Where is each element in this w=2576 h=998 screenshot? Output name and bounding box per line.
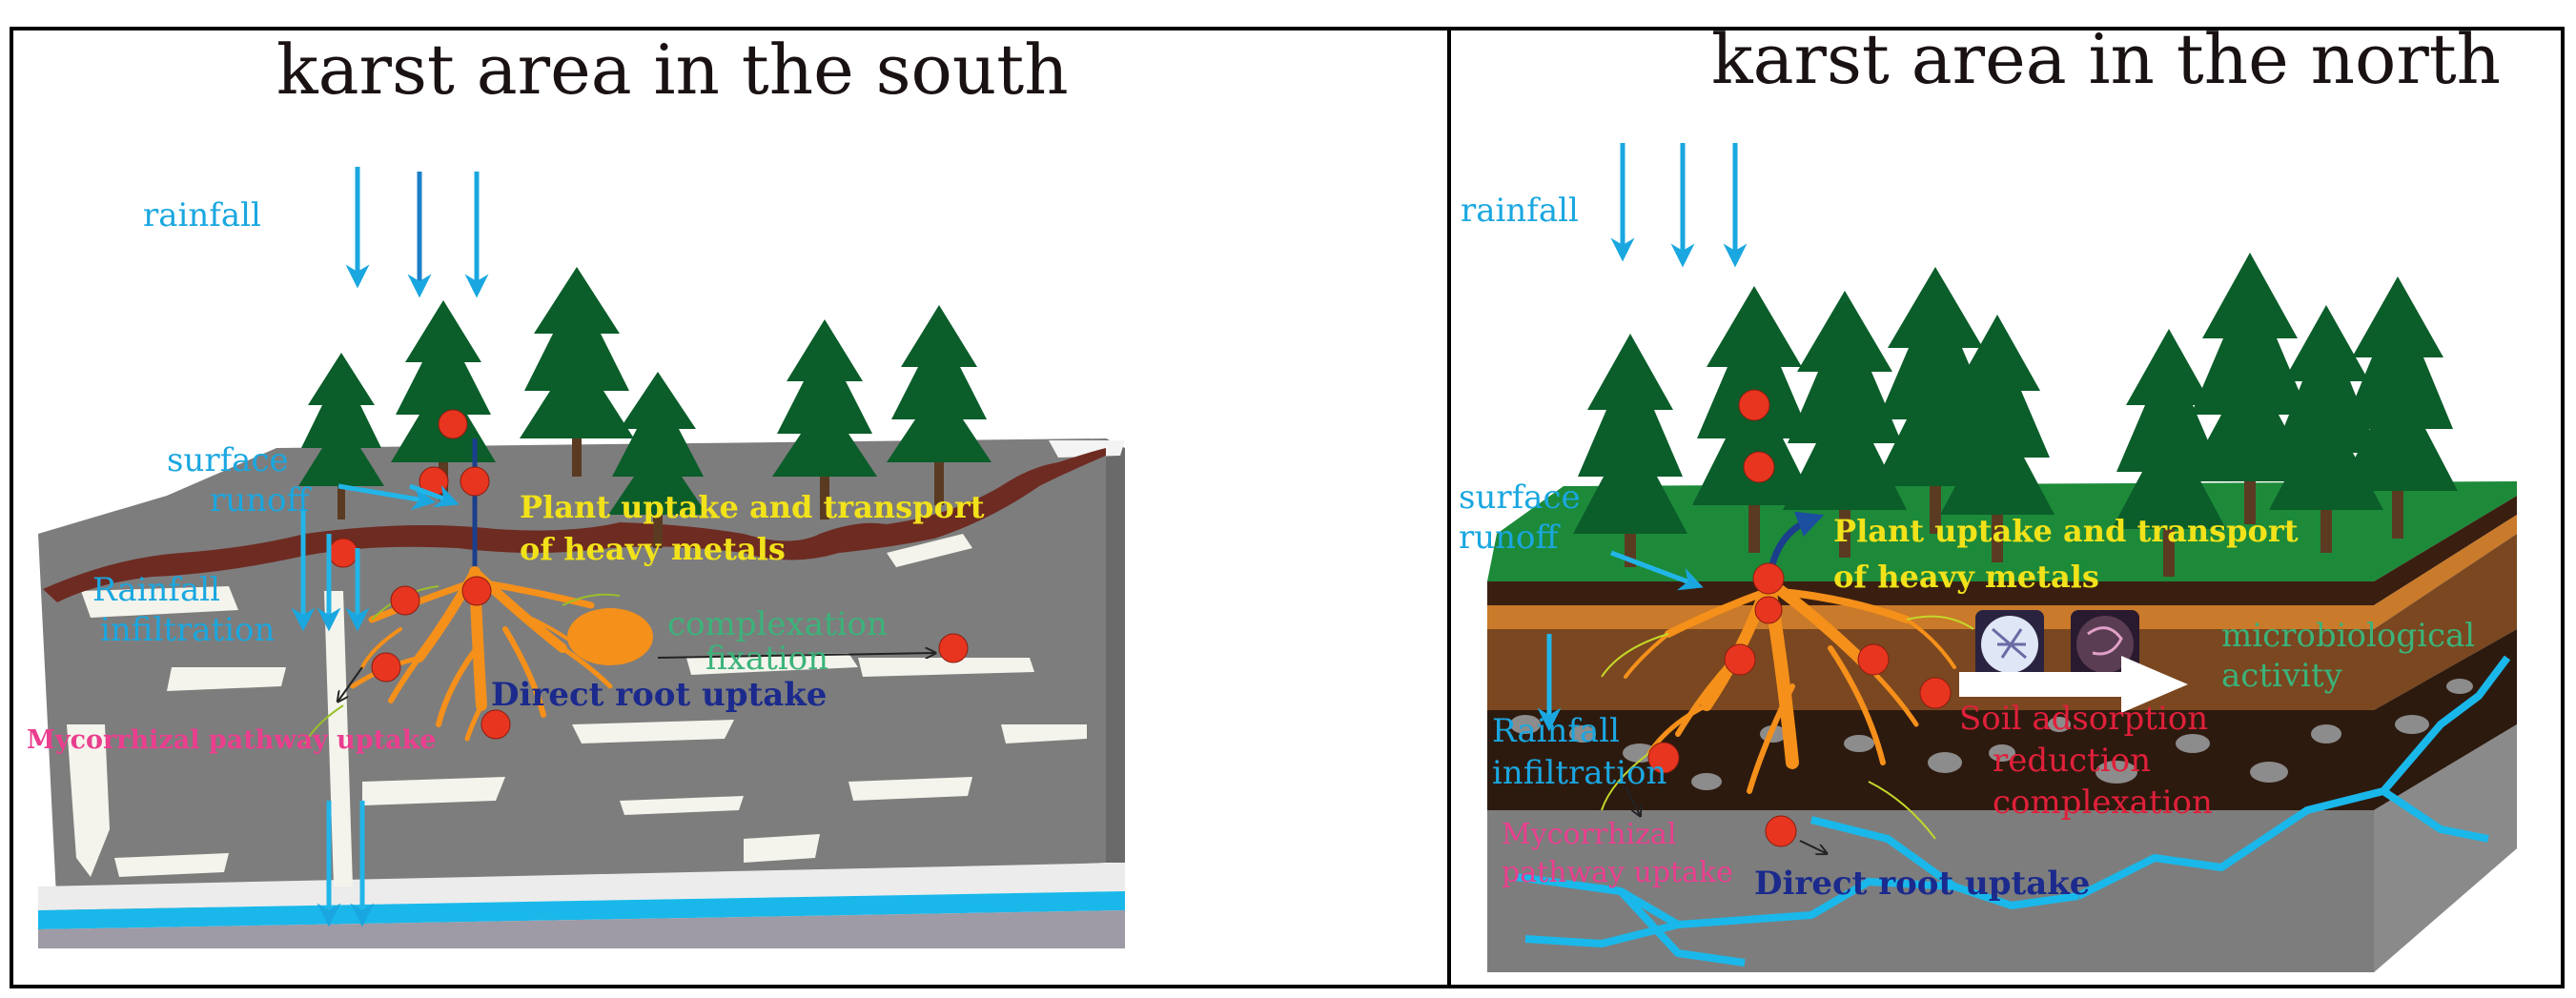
north-rainfall-infiltration-label: Rainfall infiltration xyxy=(1492,712,1666,792)
north-mycorrhizal-label: Mycorrhizal pathway uptake xyxy=(1502,818,1733,889)
north-rock-side xyxy=(2374,724,2517,972)
south-title: karst area in the south xyxy=(276,30,1069,110)
north-water-cracks xyxy=(1515,655,2511,967)
heavy-metal-dot xyxy=(328,538,358,568)
heavy-metal-dot xyxy=(460,466,490,497)
north-rock-layer xyxy=(1487,724,2517,972)
heavy-metal-dot xyxy=(1752,562,1785,595)
north-surface-runoff-label: surface runoff xyxy=(1459,479,1590,557)
tree xyxy=(2185,253,2315,524)
heavy-metal-dot xyxy=(938,633,969,663)
north-direct-root-arrow xyxy=(1799,840,1826,853)
north-orange-layer xyxy=(1487,515,2517,629)
south-organic-matter xyxy=(567,608,653,665)
north-metal-dots xyxy=(1647,389,1952,847)
north-white-arrow xyxy=(1959,656,2188,713)
north-rainfall-arrows xyxy=(1610,143,1748,268)
heavy-metal-dot xyxy=(1738,389,1770,421)
south-rock-side xyxy=(1106,438,1125,863)
south-trees xyxy=(298,267,992,548)
tree xyxy=(391,300,496,500)
tree xyxy=(608,372,707,548)
south-plant-uptake-label: Plant uptake and transport of heavy meta… xyxy=(520,489,995,567)
north-microbiological-label: microbiological activity xyxy=(2221,617,2485,695)
heavy-metal-dot xyxy=(371,652,401,682)
north-hyphae xyxy=(1601,615,1974,840)
north-plant-uptake-label: Plant uptake and transport of heavy meta… xyxy=(1833,513,2309,595)
south-direct-root-label: Direct root uptake xyxy=(491,676,827,714)
south-surface-runoff-label: surface runoff xyxy=(167,441,313,519)
tree xyxy=(1573,334,1687,567)
south-water-layer xyxy=(38,891,1125,929)
tree xyxy=(887,305,992,505)
north-rainfall-label: rainfall xyxy=(1461,192,1579,230)
north-title: karst area in the north xyxy=(1711,19,2501,99)
south-base-white xyxy=(38,863,1125,910)
south-panel: karst area in the south rainfall surface… xyxy=(27,30,1125,948)
north-panel: karst area in the north rainfall surface… xyxy=(1459,19,2517,972)
south-complexation-arrow xyxy=(657,653,934,658)
tree xyxy=(772,319,877,519)
heavy-metal-dot xyxy=(1857,643,1890,676)
heavy-metal-dot xyxy=(461,576,492,606)
heavy-metal-dot xyxy=(480,709,511,740)
south-rainfall-infiltration-label: Rainfall infiltration xyxy=(92,571,275,649)
south-infiltration-arrows xyxy=(291,510,375,927)
north-topsoil-dark xyxy=(1487,496,2517,605)
south-runoff-arrows xyxy=(337,483,460,511)
heavy-metal-dot xyxy=(1765,815,1797,847)
tree xyxy=(298,353,384,519)
heavy-metal-dot xyxy=(1647,742,1680,774)
south-soil-crack xyxy=(43,448,1106,602)
north-microbe-images xyxy=(1975,610,2139,679)
heavy-metal-dot xyxy=(438,409,468,439)
tree xyxy=(1940,315,2055,562)
south-rainfall-arrows xyxy=(345,167,489,298)
tree xyxy=(1783,291,1907,558)
heavy-metal-dot xyxy=(390,585,420,616)
south-complexation-label: complexation fixation xyxy=(667,605,898,678)
heavy-metal-dot xyxy=(1743,451,1775,483)
north-direct-root-label: Direct root uptake xyxy=(1754,865,2090,903)
tree xyxy=(520,267,634,477)
north-mycorrhizal-arrow xyxy=(1625,785,1640,815)
south-base-purple xyxy=(38,910,1125,948)
tree xyxy=(2338,276,2458,539)
south-mycorrhizal-arrow xyxy=(338,666,363,701)
north-runoff-arrow xyxy=(1610,550,1704,591)
south-rainfall-label: rainfall xyxy=(143,196,261,234)
heavy-metal-dot xyxy=(1754,596,1783,624)
north-soil-adsorption-label: Soil adsorption reduction complexation xyxy=(1959,700,2218,822)
south-mycorrhizal-label: Mycorrhizal pathway uptake xyxy=(27,725,437,755)
heavy-metal-dot xyxy=(1724,643,1756,676)
heavy-metal-dot xyxy=(1919,677,1952,709)
